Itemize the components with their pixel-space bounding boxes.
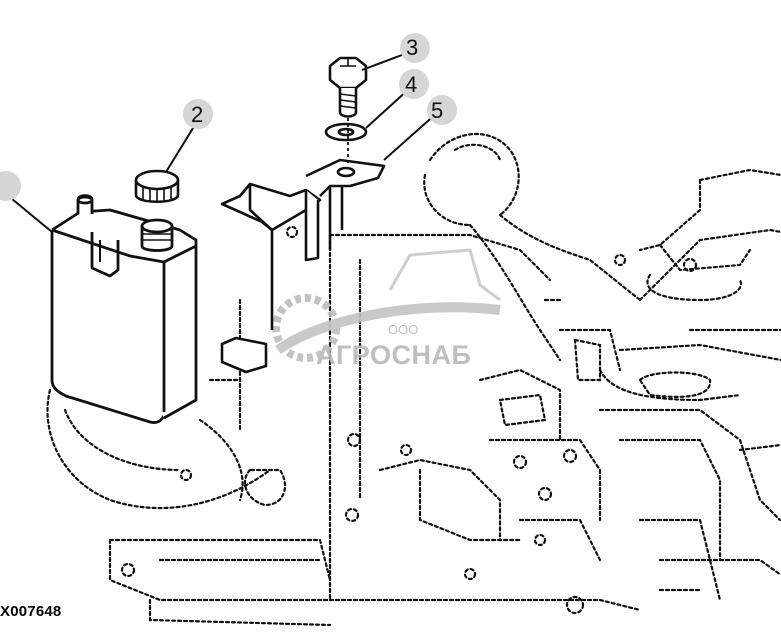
- callout-2-number: 2: [191, 102, 203, 127]
- reservoir-tank: [50, 194, 198, 424]
- callout-4: 4: [399, 69, 429, 99]
- reservoir-cap: [134, 169, 180, 204]
- callout-5: 5: [427, 95, 457, 125]
- bolt: [328, 56, 368, 164]
- callout-5-number: 5: [431, 98, 443, 123]
- leader-lines: [5, 51, 439, 233]
- callout-3: 3: [400, 33, 430, 63]
- engine-block-outline: [46, 132, 781, 627]
- mounting-bracket: [220, 158, 386, 374]
- watermark-brand: АГРОСНАБ: [316, 340, 471, 370]
- watermark-prefix: ООО: [388, 322, 418, 337]
- callout-3-number: 3: [406, 35, 418, 60]
- washer: [324, 122, 368, 142]
- watermark-logo: ООО АГРОСНАБ: [272, 248, 501, 370]
- callout-1: [0, 171, 21, 201]
- callout-4-number: 4: [405, 72, 417, 97]
- callout-2: 2: [183, 99, 213, 129]
- figure-id-label: X007648: [0, 603, 62, 620]
